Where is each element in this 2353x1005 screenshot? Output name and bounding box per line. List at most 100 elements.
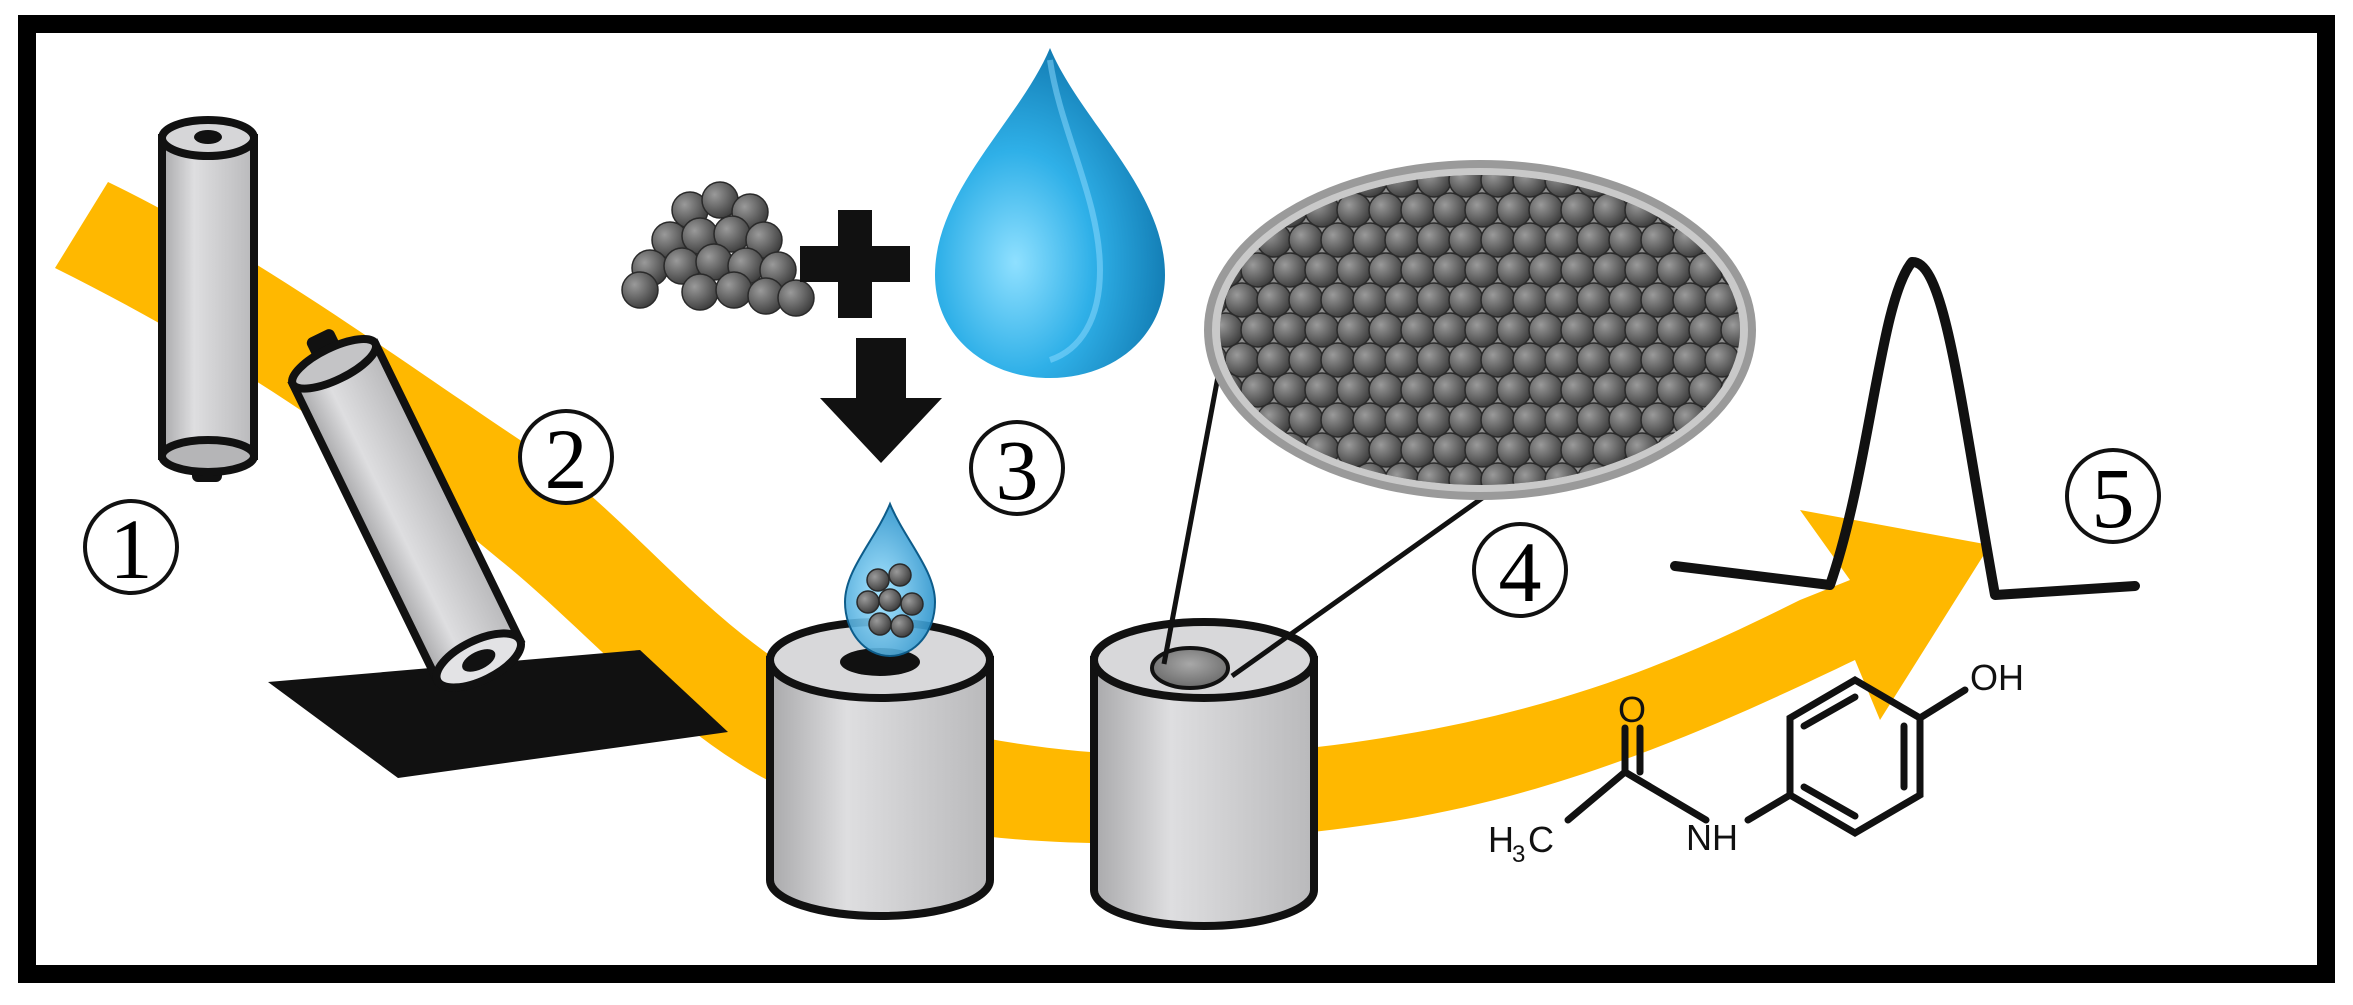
nanoparticle [1640,282,1676,318]
step-1-number: 1 [110,501,153,597]
nanoparticle [1560,252,1596,288]
nanoparticle [1448,342,1484,378]
nanoparticle [1464,312,1500,348]
nanoparticle [1464,192,1500,228]
nanoparticle [1512,222,1548,258]
nanoparticle [1448,282,1484,318]
nanoparticle [1464,252,1500,288]
nanoparticle [1272,252,1308,288]
water-drop-icon [935,48,1165,378]
nanoparticle [1560,192,1596,228]
nanoparticle [1496,192,1532,228]
nanoparticle [1544,282,1580,318]
nanoparticle [1368,192,1404,228]
nanoparticle [1608,342,1644,378]
nanoparticle [1320,222,1356,258]
molecule-structure [1564,675,1969,838]
nanoparticle [1640,402,1676,438]
nanoparticle [1368,432,1404,468]
nanoparticle [1592,312,1628,348]
nanoparticle [1272,372,1308,408]
nanoparticle [1560,432,1596,468]
nanoparticle [1544,342,1580,378]
nanoparticle [681,273,719,311]
nanoparticle [1400,432,1436,468]
nanoparticle [1416,402,1452,438]
methyl-subscript: 3 [1512,841,1525,868]
nanoparticle [1640,222,1676,258]
nanoparticle [1416,222,1452,258]
nanoparticle [1336,252,1372,288]
nanoparticle [1416,282,1452,318]
nanoparticle [1256,342,1292,378]
electrode-with-drop [766,501,994,920]
nanoparticle [1432,432,1468,468]
nanoparticle [1464,372,1500,408]
nanoparticle [1496,432,1532,468]
step-2-marker: 2 [518,409,614,507]
nanoparticle [1464,432,1500,468]
step-5-marker: 5 [2065,448,2161,546]
nanoparticle [621,271,659,309]
nanoparticle [1320,342,1356,378]
nanoparticle [1432,312,1468,348]
nanoparticle [1368,312,1404,348]
nanoparticle [1512,282,1548,318]
nanoparticle [1320,282,1356,318]
nanoparticle [1400,312,1436,348]
nanoparticle [1224,282,1260,318]
frame-border [18,15,2335,983]
voltammogram-peak [1670,257,2140,600]
plus-icon [800,210,910,318]
nanoparticle [1576,402,1612,438]
nanoparticle [1560,312,1596,348]
step-1-marker: 1 [83,499,179,597]
nanoparticle [1656,312,1692,348]
molecule-labels: OH NH O H 3 C [1488,657,2024,868]
nanoparticle [1544,402,1580,438]
step-4-number: 4 [1499,524,1542,620]
nanoparticle [1608,282,1644,318]
nanoparticle [1304,312,1340,348]
step-4-marker: 4 [1472,522,1568,620]
nanoparticle [1512,402,1548,438]
nanoparticle [1528,372,1564,408]
nanoparticle [1544,222,1580,258]
drop-particles [856,563,924,638]
nanoparticle [900,592,924,616]
nanoparticle [1432,372,1468,408]
nanoparticle [1224,342,1260,378]
nanoparticle [1608,222,1644,258]
nanoparticle [1336,372,1372,408]
electrode-tilted [287,329,526,692]
nanoparticle [1528,192,1564,228]
nanoparticle [1576,222,1612,258]
nanoparticle [1496,252,1532,288]
nanoparticle [1512,342,1548,378]
nanoparticle [1480,282,1516,318]
nanoparticle [1496,312,1532,348]
nanoparticle [1352,342,1388,378]
nanoparticle [1384,282,1420,318]
nanoparticle [1672,342,1708,378]
nanoparticle [866,568,890,592]
nanoparticle [1288,282,1324,318]
nanoparticle [1400,192,1436,228]
nanoparticle [1288,222,1324,258]
step-3-number: 3 [996,422,1039,518]
nanoparticle [1528,252,1564,288]
nanoparticle [1624,372,1660,408]
nanoparticle [1480,342,1516,378]
modified-electrode [1090,618,1318,930]
nanoparticle [1368,252,1404,288]
nanoparticle [1336,312,1372,348]
nanoparticle [777,279,815,317]
nanoparticle [888,563,912,587]
nanoparticle [1400,252,1436,288]
nanoparticle [1640,342,1676,378]
nanoparticle [1320,402,1356,438]
nanoparticle [1352,282,1388,318]
methyl-c-label: C [1528,819,1554,860]
nanoparticle [1496,372,1532,408]
nanoparticle [1608,402,1644,438]
